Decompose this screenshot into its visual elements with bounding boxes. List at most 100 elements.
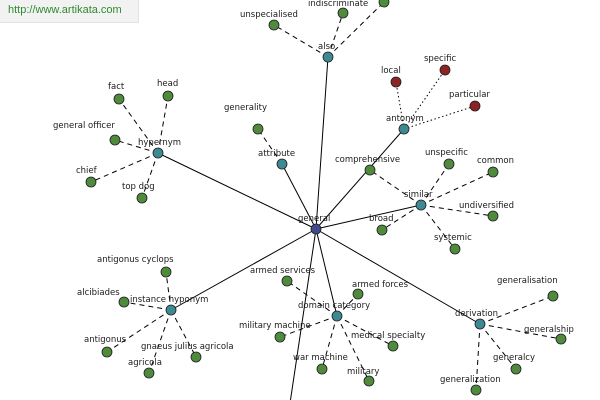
word-label[interactable]: war machine xyxy=(293,353,348,363)
word-node-dot[interactable] xyxy=(378,0,390,8)
word-node-generalization[interactable] xyxy=(470,384,482,396)
word-node-head[interactable] xyxy=(162,90,174,102)
relation-node-similar[interactable] xyxy=(415,199,427,211)
word-label[interactable]: undiversified xyxy=(459,201,514,211)
word-node-dot[interactable] xyxy=(252,123,264,135)
word-node-antigonus-cyclops[interactable] xyxy=(160,266,172,278)
word-node-dot[interactable] xyxy=(352,288,364,300)
word-node-chief[interactable] xyxy=(85,176,97,188)
word-label[interactable]: comprehensive xyxy=(335,155,400,165)
word-node-dot[interactable] xyxy=(439,64,451,76)
word-node-specific[interactable] xyxy=(439,64,451,76)
word-label[interactable]: generalisation xyxy=(497,276,558,286)
relation-node-dot[interactable] xyxy=(322,51,334,63)
word-node-dot[interactable] xyxy=(113,93,125,105)
word-node-generalcy[interactable] xyxy=(510,363,522,375)
relation-label[interactable]: also xyxy=(318,42,335,52)
word-node-gnaeus-julius-agricola[interactable] xyxy=(190,351,202,363)
word-node-dot[interactable] xyxy=(316,363,328,375)
word-node-antigonus[interactable] xyxy=(101,346,113,358)
word-node-dot[interactable] xyxy=(449,243,461,255)
relation-node-dot[interactable] xyxy=(398,123,410,135)
relation-label[interactable]: derivation xyxy=(455,309,498,319)
word-label[interactable]: unspecific xyxy=(425,148,468,158)
word-node-dot[interactable] xyxy=(443,158,455,170)
word-node-dot[interactable] xyxy=(162,90,174,102)
word-node-dot[interactable] xyxy=(274,331,286,343)
word-node-generalisation[interactable] xyxy=(547,290,559,302)
relation-label[interactable]: domain category xyxy=(298,301,370,311)
relation-node-dot[interactable] xyxy=(331,310,343,322)
word-label[interactable]: military machine xyxy=(239,321,311,331)
word-node-dot[interactable] xyxy=(85,176,97,188)
word-node-undiversified[interactable] xyxy=(487,210,499,222)
relation-label[interactable]: instance hyponym xyxy=(130,295,208,305)
word-node-dot[interactable] xyxy=(337,7,349,19)
word-label[interactable]: generality xyxy=(224,103,267,113)
word-node-systemic[interactable] xyxy=(449,243,461,255)
word-label[interactable]: generalship xyxy=(524,325,574,335)
center-label[interactable]: general xyxy=(298,214,330,224)
word-label[interactable]: indiscriminate xyxy=(308,0,368,9)
word-node-local[interactable] xyxy=(390,76,402,88)
word-label[interactable]: antigonus xyxy=(84,335,127,345)
relation-node-also[interactable] xyxy=(322,51,334,63)
relation-node-hypernym[interactable] xyxy=(152,147,164,159)
relation-label[interactable]: attribute xyxy=(258,149,295,159)
word-node-war-machine[interactable] xyxy=(316,363,328,375)
relation-node-dot[interactable] xyxy=(276,158,288,170)
word-label[interactable]: gnaeus julius agricola xyxy=(141,342,234,352)
relation-node-antonym[interactable] xyxy=(398,123,410,135)
word-node-dot[interactable] xyxy=(364,164,376,176)
word-node-dot[interactable] xyxy=(390,76,402,88)
word-node-dot[interactable] xyxy=(547,290,559,302)
word-label[interactable]: specific xyxy=(424,54,456,64)
word-node-dot[interactable] xyxy=(376,224,388,236)
word-node-dot[interactable] xyxy=(101,346,113,358)
word-node-military-machine[interactable] xyxy=(274,331,286,343)
word-label[interactable]: generalcy xyxy=(493,353,535,363)
word-label[interactable]: antigonus cyclops xyxy=(97,255,174,265)
word-label[interactable]: chief xyxy=(76,166,98,176)
word-node-dot[interactable] xyxy=(363,375,375,387)
word-node-generality[interactable] xyxy=(252,123,264,135)
word-node-comprehensive[interactable] xyxy=(364,164,376,176)
word-label[interactable]: local xyxy=(381,66,401,76)
word-label[interactable]: agricola xyxy=(128,358,162,368)
word-node-dot[interactable] xyxy=(470,384,482,396)
word-node-dot[interactable] xyxy=(510,363,522,375)
word-label[interactable]: particular xyxy=(449,90,490,100)
relation-node-dot[interactable] xyxy=(474,318,486,330)
relation-node-domain-category[interactable] xyxy=(331,310,343,322)
relation-label[interactable]: hypernym xyxy=(138,138,181,148)
word-node-fact[interactable] xyxy=(113,93,125,105)
word-node-dot[interactable] xyxy=(387,340,399,352)
word-node-alcibiades[interactable] xyxy=(118,296,130,308)
word-node-armed-forces[interactable] xyxy=(352,288,364,300)
word-label[interactable]: armed services xyxy=(250,266,316,276)
relation-label[interactable]: similar xyxy=(404,190,433,200)
word-node-dot[interactable] xyxy=(160,266,172,278)
word-node-node[interactable] xyxy=(378,0,390,8)
word-node-dot[interactable] xyxy=(487,210,499,222)
word-node-broad[interactable] xyxy=(376,224,388,236)
relation-node-dot[interactable] xyxy=(415,199,427,211)
word-node-dot[interactable] xyxy=(190,351,202,363)
word-label[interactable]: top dog xyxy=(122,182,155,192)
word-node-dot[interactable] xyxy=(143,367,155,379)
word-node-dot[interactable] xyxy=(118,296,130,308)
relation-node-derivation[interactable] xyxy=(474,318,486,330)
word-node-unspecific[interactable] xyxy=(443,158,455,170)
word-node-agricola[interactable] xyxy=(143,367,155,379)
word-node-dot[interactable] xyxy=(268,19,280,31)
word-node-dot[interactable] xyxy=(555,333,567,345)
word-node-medical-specialty[interactable] xyxy=(387,340,399,352)
relation-node-instance-hyponym[interactable] xyxy=(165,304,177,316)
word-label[interactable]: medical specialty xyxy=(351,331,425,341)
word-label[interactable]: head xyxy=(157,79,178,89)
word-node-general-officer[interactable] xyxy=(109,134,121,146)
word-node-dot[interactable] xyxy=(281,275,293,287)
center-node-general[interactable] xyxy=(310,223,322,235)
relation-node-attribute[interactable] xyxy=(276,158,288,170)
word-label[interactable]: armed forces xyxy=(352,280,409,290)
